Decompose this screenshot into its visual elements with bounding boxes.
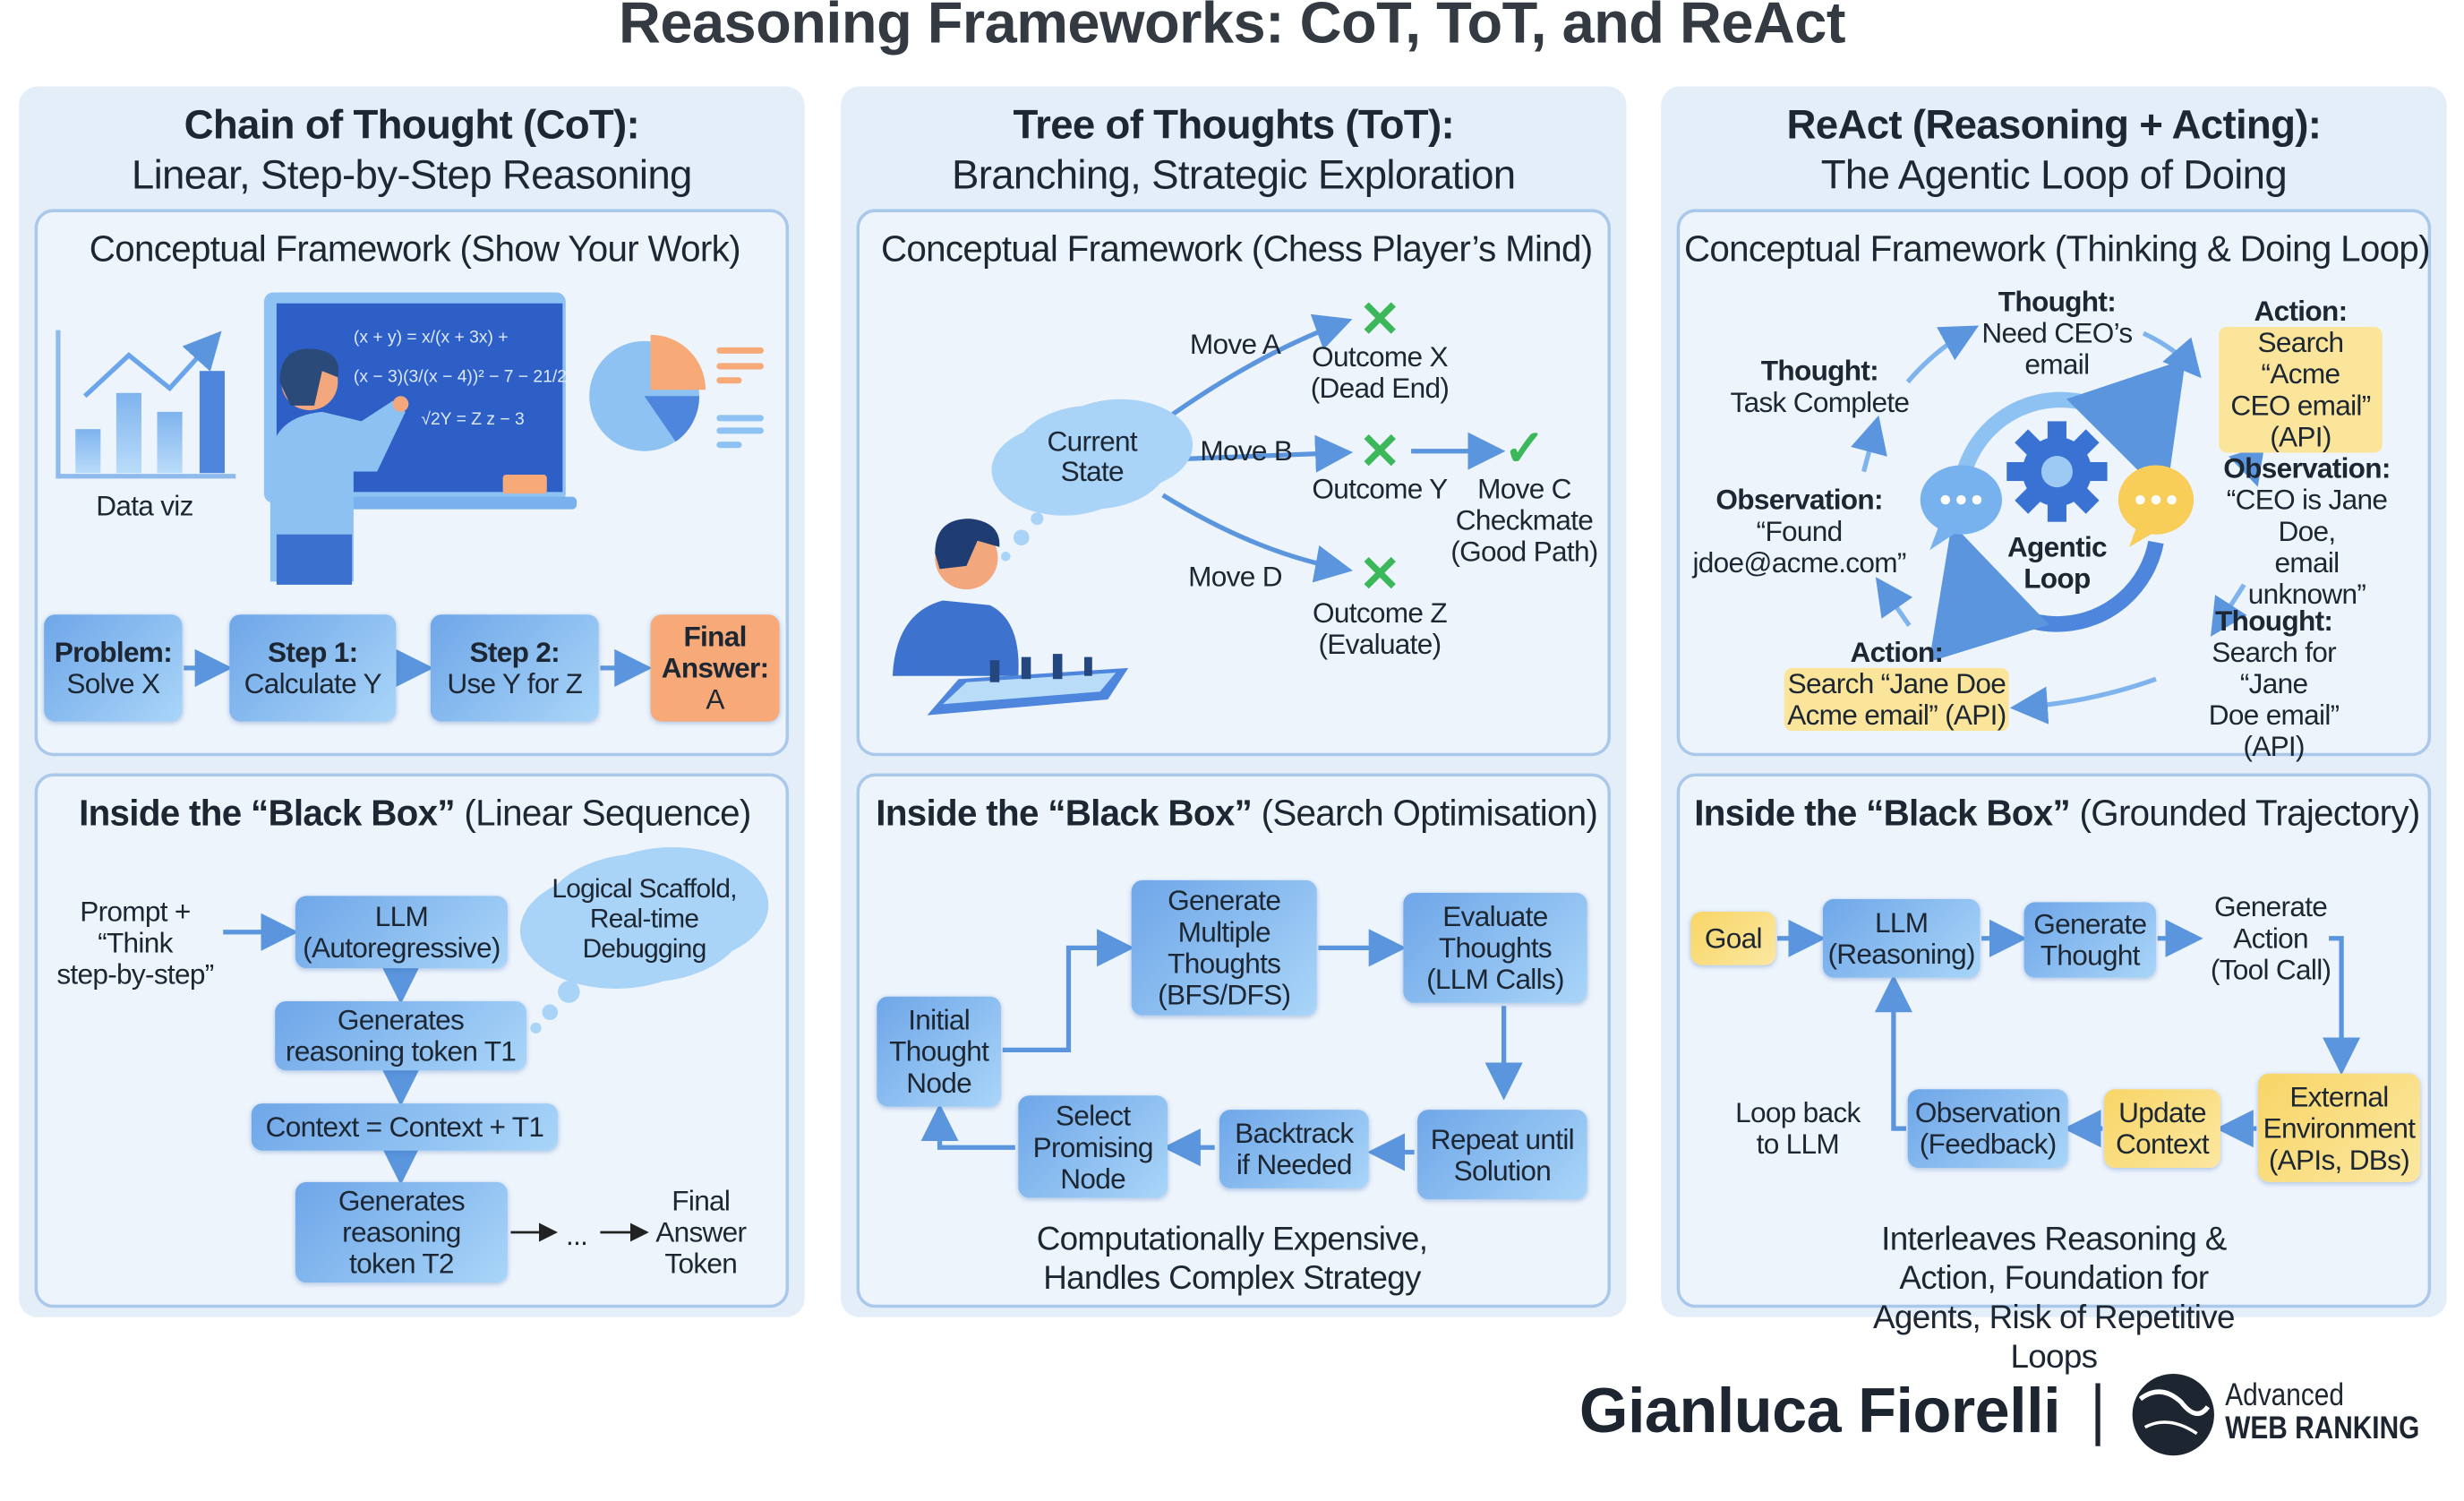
outcome-z-x-icon: ✕ (1358, 545, 1401, 603)
move-b-label: Move B (1200, 435, 1293, 467)
prompt-label: Prompt + “Think step-by-step” (56, 896, 214, 991)
dead-end-x-icon: ✕ (1358, 290, 1401, 347)
outcome-y-x-icon: ✕ (1358, 423, 1401, 480)
context-update-node: Context = Context + T1 (251, 1103, 559, 1151)
observation-ceo: Observation:“CEO is Jane Doe, email unkn… (2223, 452, 2391, 610)
react-subheading: The Agentic Loop of Doing (1820, 150, 2288, 199)
yellow-chat-bubble-icon (2118, 465, 2194, 547)
final-answer-node: Final Answer:A (650, 614, 780, 722)
observation-found: Observation:“Found jdoe@acme.com” (1692, 484, 1906, 579)
pie-chart-icon (589, 334, 764, 451)
svg-text:√2Y = Z z − 3: √2Y = Z z − 3 (421, 410, 524, 429)
generate-thought-node: Generate Thought (2023, 902, 2156, 978)
current-state-cloud: Current State (1014, 405, 1171, 510)
tot-subheading: Branching, Strategic Exploration (952, 150, 1516, 199)
action-search-acme: Action:Search “Acme CEO email” (API) (2219, 296, 2383, 453)
cot-blackbox-title: Inside the “Black Box” (Linear Sequence) (79, 792, 751, 834)
svg-text:(x − 3)(3/(x − 4))² − 7 − 21/2: (x − 3)(3/(x − 4))² − 7 − 21/2 (354, 367, 567, 386)
move-a-label: Move A (1189, 328, 1281, 360)
outcome-z-label: Outcome Z (Evaluate) (1313, 596, 1448, 661)
tot-header: Tree of Thoughts (ToT):Branching, Strate… (841, 99, 1627, 200)
llm-autoregressive-node: LLM (Autoregressive) (295, 896, 508, 969)
blue-chat-bubble-icon (1920, 465, 2002, 551)
backtrack-node: Backtrack if Needed (1219, 1110, 1369, 1188)
cot-subheading: Linear, Step-by-Step Reasoning (131, 150, 693, 199)
react-concept-title: Conceptual Framework (Thinking & Doing L… (1683, 227, 2431, 270)
thought-need-email: Thought:Need CEO’s email (1981, 286, 2133, 381)
page-title: Reasoning Frameworks: CoT, ToT, and ReAc… (618, 0, 1846, 56)
svg-text:(x + y) = x/(x + 3x) +: (x + y) = x/(x + 3x) + (354, 329, 509, 347)
tot-concept-title: Conceptual Framework (Chess Player’s Min… (880, 227, 1593, 270)
action-search-jane: Action:Search “Jane Doe Acme email” (API… (1784, 637, 2010, 732)
update-context-node: Update Context (2104, 1089, 2220, 1169)
scaffold-cloud: Logical Scaffold, Real-time Debugging (542, 853, 747, 982)
gear-icon (2006, 421, 2108, 522)
react-blackbox-box: Inside the “Black Box” (Grounded Traject… (1676, 773, 2432, 1308)
checkmark-icon: ✓ (1503, 419, 1545, 476)
external-environment-node: External Environment (APIs, DBs) (2258, 1073, 2420, 1182)
thought-search-jane: Thought:Search for “Jane Doe email” (API… (2208, 605, 2340, 763)
cot-arrows (184, 648, 653, 1186)
generates-t2-node: Generates reasoning token T2 (295, 1181, 508, 1283)
tot-heading: Tree of Thoughts (ToT): (1013, 100, 1454, 148)
problem-node: Problem:Solve X (44, 614, 183, 722)
tot-blackbox-title: Inside the “Black Box” (Search Optimisat… (876, 792, 1598, 834)
final-answer-token-label: Final Answer Token (655, 1185, 747, 1280)
step2-node: Step 2:Use Y for Z (430, 614, 599, 722)
thought-task-complete: Thought:Task Complete (1730, 355, 1910, 418)
initial-thought-node: Initial Thought Node (877, 996, 1001, 1107)
cot-header: Chain of Thought (CoT):Linear, Step-by-S… (19, 99, 805, 200)
evaluate-thoughts-node: Evaluate Thoughts (LLM Calls) (1403, 892, 1587, 1003)
move-d-label: Move D (1188, 561, 1282, 593)
generate-action-label: Generate Action (Tool Call) (2210, 891, 2331, 986)
tot-arrows (920, 313, 1523, 1171)
data-viz-label: Data viz (96, 490, 193, 522)
llm-reasoning-node: LLM (Reasoning) (1822, 898, 1981, 978)
agentic-loop-icon (1920, 358, 2194, 663)
react-heading: ReAct (Reasoning + Acting): (1786, 100, 2322, 148)
observation-feedback-node: Observation (Feedback) (1907, 1089, 2068, 1169)
select-node: Select Promising Node (1018, 1095, 1168, 1198)
react-blackbox-title: Inside the “Black Box” (Grounded Traject… (1694, 792, 2420, 834)
tot-footer: Computationally Expensive, Handles Compl… (1036, 1221, 1428, 1297)
ellipsis-label: ... (566, 1219, 588, 1252)
react-header: ReAct (Reasoning + Acting):The Agentic L… (1661, 99, 2447, 200)
outcome-y-label: Outcome Y (1312, 473, 1448, 505)
generates-t1-node: Generates reasoning token T1 (275, 1000, 526, 1071)
cot-concept-title: Conceptual Framework (Show Your Work) (89, 227, 741, 270)
move-c-label: Move C Checkmate (Good Path) (1450, 473, 1598, 568)
teacher-person-icon (270, 348, 409, 585)
chess-player-icon (892, 512, 1129, 716)
awr-globe-logo (2132, 1373, 2214, 1456)
bar-chart-icon (56, 330, 236, 479)
agentic-loop-label: Agentic Loop (2006, 531, 2108, 595)
step1-node: Step 1:Calculate Y (229, 614, 397, 722)
goal-node: Goal (1690, 911, 1776, 965)
thought-bubble-dots (530, 981, 580, 1034)
author-name: Gianluca Fiorelli (1578, 1377, 2061, 1446)
generate-thoughts-node: Generate Multiple Thoughts (BFS/DFS) (1131, 879, 1317, 1016)
outcome-x-label: Outcome X (Dead End) (1310, 340, 1450, 405)
loop-back-label: Loop back to LLM (1735, 1097, 1861, 1161)
repeat-until-solution-node: Repeat until Solution (1417, 1110, 1587, 1200)
react-footer: Interleaves Reasoning & Action, Foundati… (1873, 1221, 2235, 1376)
cot-heading: Chain of Thought (CoT): (184, 100, 640, 148)
react-flow-arrows (1777, 919, 2361, 1148)
